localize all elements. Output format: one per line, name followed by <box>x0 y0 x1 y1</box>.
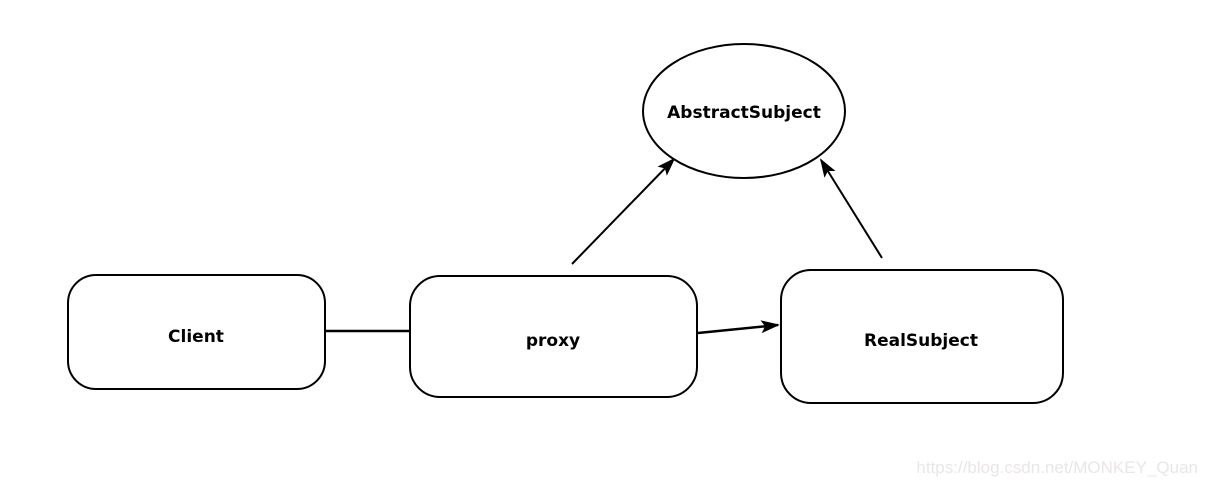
edge-proxy-realsubject-arrow <box>697 320 780 335</box>
client-label: Client <box>168 327 224 347</box>
abstract-subject-node <box>642 43 846 179</box>
edge-realsubject-abstractsubject-arrow <box>819 158 883 259</box>
proxy-node <box>409 275 698 398</box>
edge-proxy-abstractsubject-arrow <box>571 157 676 265</box>
client-node <box>67 274 326 390</box>
real-subject-label: RealSubject <box>864 331 978 351</box>
real-subject-node <box>780 269 1064 404</box>
abstract-subject-label: AbstractSubject <box>667 103 821 123</box>
watermark: https://blog.csdn.net/MONKEY_Quan <box>916 458 1198 477</box>
proxy-label: proxy <box>526 331 580 351</box>
